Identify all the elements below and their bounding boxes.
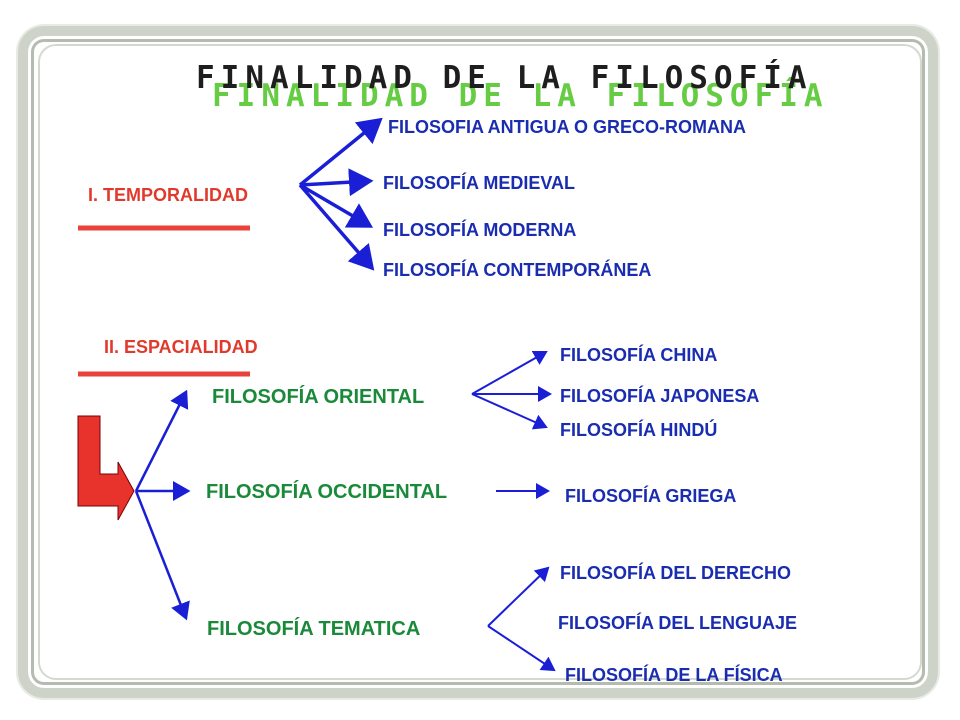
arrows-temporalidad [298,117,383,271]
slide-frame-inner [38,44,922,680]
arrow-to-moderna [299,183,374,228]
item-lenguaje: FILOSOFÍA DEL LENGUAJE [558,613,798,633]
arrow-to-derecho [487,566,550,627]
arrow-to-tematica [134,490,190,621]
item-hindu: FILOSOFÍA HINDÚ [560,420,718,440]
branch-tematica: FILOSOFÍA TEMATICA [207,618,421,640]
arrow-to-medieval [299,168,374,197]
section-espacialidad: II. ESPACIALIDAD [104,337,258,357]
arrows-tematica [487,566,556,672]
arrows-oriental [471,350,552,430]
item-japonesa: FILOSOFÍA JAPONESA [560,386,760,406]
branch-occidental: FILOSOFÍA OCCIDENTAL [206,481,448,503]
title-shadow: FINALIDAD DE LA FILOSOFÍA [212,78,829,114]
slide-frame [18,26,938,698]
item-medieval: FILOSOFÍA MEDIEVAL [383,173,575,193]
item-china: FILOSOFÍA CHINA [560,345,718,365]
arrow-to-antigua [298,117,383,187]
arrow-to-hindu [471,393,548,430]
item-griega: FILOSOFÍA GRIEGA [565,486,737,506]
section-temporalidad: I. TEMPORALIDAD [88,185,248,205]
item-fisica: FILOSOFÍA DE LA FÍSICA [565,665,783,685]
l-shaped-arrow-icon [77,415,135,521]
arrow-to-china [471,350,548,395]
item-antigua: FILOSOFIA ANTIGUA O GRECO-ROMANA [388,117,746,137]
item-moderna: FILOSOFÍA MODERNA [383,220,577,240]
page-title: FINALIDAD DE LA FILOSOFÍA [196,60,813,96]
branch-oriental: FILOSOFÍA ORIENTAL [212,386,425,408]
title-block: FINALIDAD DE LA FILOSOFÍA FINALIDAD DE L… [0,60,960,120]
arrow-to-fisica [487,625,556,672]
arrow-to-oriental [134,389,189,492]
item-contemporanea: FILOSOFÍA CONTEMPORÁNEA [383,260,652,280]
arrow-to-contemporanea [298,183,375,271]
arrows-espacialidad [134,389,191,621]
item-derecho: FILOSOFÍA DEL DERECHO [560,563,792,583]
